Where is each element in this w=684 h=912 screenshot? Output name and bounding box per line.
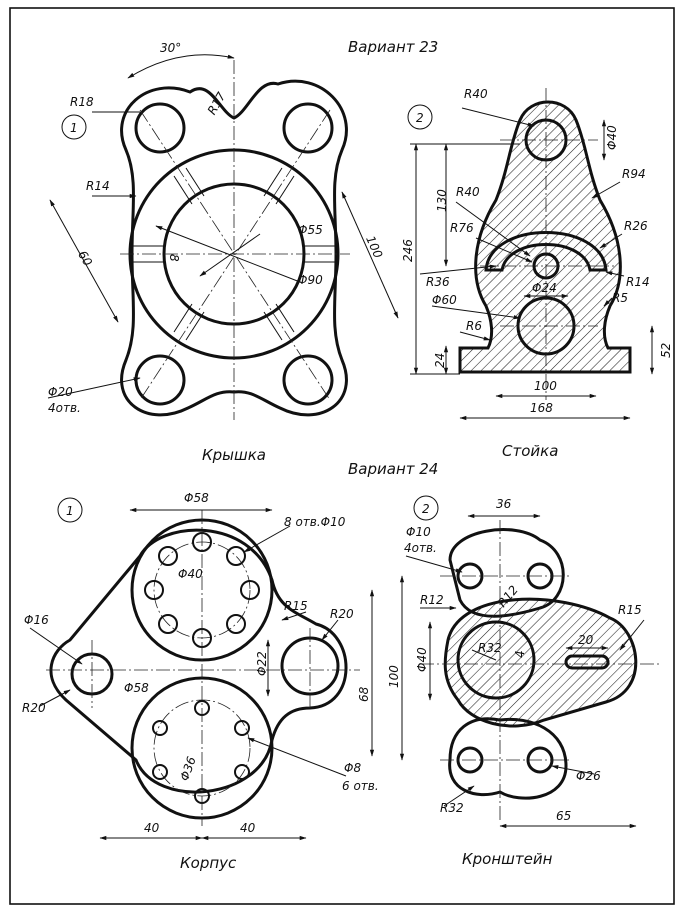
dim-d20: Φ20 <box>48 385 73 399</box>
dim-4: 4 <box>513 650 527 658</box>
dim-246: 246 <box>401 239 415 262</box>
dim-r5: R5 <box>612 291 628 305</box>
kryshka-outline <box>120 79 348 417</box>
kronshtein-center-hole <box>456 620 536 700</box>
caption-kryshka: Крышка <box>202 446 266 464</box>
dim-r40-top: R40 <box>464 87 488 101</box>
part-number: 1 <box>70 121 78 135</box>
dim-r15: R15 <box>618 603 642 617</box>
dim-r40-mid: R40 <box>456 185 480 199</box>
dim-holes4: 4отв. <box>48 401 81 415</box>
part-number-circle <box>57 497 83 523</box>
dim-r32-a: R32 <box>478 641 502 655</box>
dim-d40: Φ40 <box>415 647 429 672</box>
kryshka-hole-bl <box>134 354 186 406</box>
dim-r15: R15 <box>284 599 308 613</box>
dim-d22: Φ22 <box>255 651 269 676</box>
dim-168: 168 <box>530 401 553 415</box>
dim-60: 60 <box>75 248 95 269</box>
dim-52: 52 <box>659 343 673 358</box>
dim-d40: Φ40 <box>178 567 203 581</box>
part-kryshka: 1 30° R18 <box>47 41 399 464</box>
dim-24: 24 <box>433 353 447 368</box>
dim-d60: Φ60 <box>432 293 457 307</box>
kryshka-ribs <box>130 167 338 341</box>
part-stoyka: 2 R40 Φ40 R94 <box>401 87 673 460</box>
kronshtein-slot <box>564 654 610 670</box>
part-number: 2 <box>416 111 424 125</box>
korpus-bottom-holes <box>152 700 250 804</box>
dim-40-left: 40 <box>144 821 160 835</box>
dim-r76: R76 <box>450 221 474 235</box>
dim-d10: Φ10 <box>406 525 431 539</box>
caption-stoyka: Стойка <box>502 442 558 460</box>
dim-angle-30: 30° <box>160 41 181 55</box>
dim-d26: Φ26 <box>576 769 601 783</box>
dim-r94: R94 <box>622 167 646 181</box>
dim-r36: R36 <box>426 275 450 289</box>
dim-8holes: 8 отв.Φ10 <box>284 515 346 529</box>
variant23-title: Вариант 23 <box>348 38 438 56</box>
kryshka-hole-br <box>282 354 334 406</box>
dim-65: 65 <box>556 809 571 823</box>
dim-d36: Φ36 <box>177 754 199 782</box>
dim-d58-bot: Φ58 <box>124 681 149 695</box>
part-korpus: 1 Φ58 8 отв.Φ10 Φ40 R15 <box>22 491 379 872</box>
sheet-border <box>9 7 675 905</box>
dim-r18: R18 <box>70 95 94 109</box>
dim-130: 130 <box>435 189 449 212</box>
part-number-circle <box>407 104 433 130</box>
dim-r14: R14 <box>626 275 650 289</box>
kryshka-hole-tl <box>134 102 186 154</box>
dim-100: 100 <box>534 379 557 393</box>
part-number: 2 <box>422 502 430 516</box>
part-number-circle <box>61 114 87 140</box>
dim-20: 20 <box>578 633 594 647</box>
dim-8: 8 <box>167 254 181 262</box>
dim-d24: Φ24 <box>532 281 557 295</box>
dim-r32-b: R32 <box>440 801 464 815</box>
variant24-title: Вариант 24 <box>348 460 438 478</box>
kronshtein-section <box>443 597 638 728</box>
dim-4holes: 4отв. <box>404 541 437 555</box>
dim-d8: Φ8 <box>344 761 361 775</box>
kronshtein-bottom <box>448 717 568 800</box>
part-number-circle <box>413 495 439 521</box>
kryshka-hole-tr <box>282 102 334 154</box>
dim-r20-left: R20 <box>22 701 46 715</box>
stoyka-body <box>458 100 632 374</box>
dim-36: 36 <box>496 497 512 511</box>
dim-r14: R14 <box>86 179 110 193</box>
dim-68: 68 <box>357 686 371 702</box>
dim-r26: R26 <box>624 219 648 233</box>
dim-6holes: 6 отв. <box>342 779 379 793</box>
dim-d58-top: Φ58 <box>184 491 209 505</box>
dim-d16: Φ16 <box>24 613 49 627</box>
dim-d55: Φ55 <box>298 223 323 237</box>
dim-d40: Φ40 <box>605 125 619 150</box>
caption-korpus: Корпус <box>180 854 237 872</box>
dim-d90: Φ90 <box>298 273 323 287</box>
part-number: 1 <box>66 504 74 518</box>
dim-r6: R6 <box>466 319 482 333</box>
dim-r20-right: R20 <box>330 607 354 621</box>
dim-r12-b: R12 <box>420 593 444 607</box>
dim-40-right: 40 <box>240 821 256 835</box>
part-kronshtein: 2 36 Φ10 4отв. R12 R12 R15 Φ40 R32 4 20 <box>387 495 660 868</box>
caption-kronshtein: Кронштейн <box>462 850 553 868</box>
dim-100: 100 <box>387 665 401 688</box>
